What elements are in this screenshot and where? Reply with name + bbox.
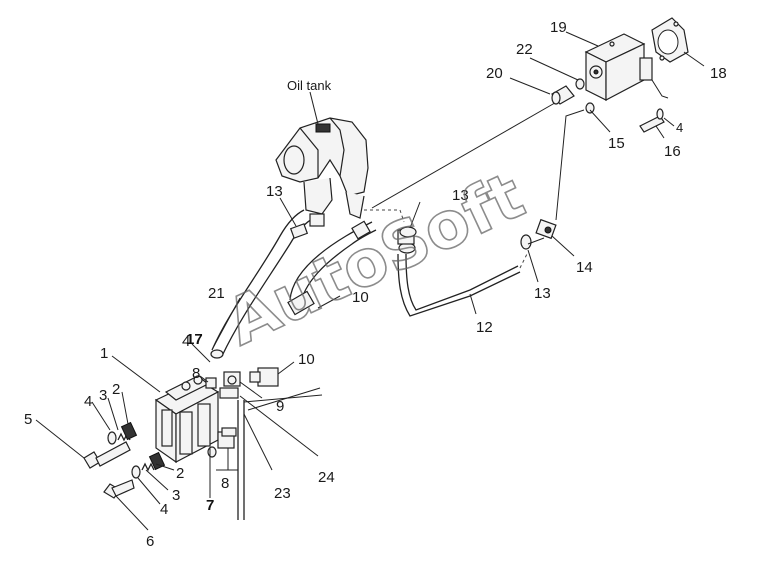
- plug-2-upper: [120, 421, 138, 441]
- callout-17: 17: [186, 331, 203, 348]
- fitting-9: [219, 371, 241, 399]
- fitting-20: [551, 85, 575, 105]
- callout-16: 16: [664, 143, 681, 160]
- callout-13-right: 13: [534, 285, 551, 302]
- oil-tank: [275, 117, 369, 219]
- callout-7: 7: [206, 497, 214, 514]
- callout-24: 24: [318, 469, 335, 486]
- callout-3-lower: 3: [172, 487, 180, 504]
- clamp-13-centre: [399, 226, 417, 238]
- oil-tank-label: Oil tank: [287, 78, 332, 93]
- callout-15: 15: [608, 135, 625, 152]
- callout-13-centre: 13: [452, 187, 469, 204]
- oring-7: [207, 446, 217, 458]
- callout-8-upper: 8: [192, 365, 200, 382]
- callout-2-lower: 2: [176, 465, 184, 482]
- callout-18: 18: [710, 65, 727, 82]
- hose-return: [287, 220, 377, 316]
- callout-4-upper: 4: [84, 393, 92, 410]
- washer-4-upper: [107, 431, 117, 445]
- callout-4-lower: 4: [160, 501, 168, 518]
- bolt-16: [639, 108, 665, 133]
- callout-12: 12: [476, 319, 493, 336]
- callout-14: 14: [576, 259, 593, 276]
- control-valve-block: [154, 375, 220, 464]
- fitting-8-upper: [205, 377, 217, 389]
- callout-4-top: 4: [182, 333, 190, 350]
- callout-4-right: 4: [676, 120, 683, 135]
- callout-19: 19: [550, 19, 567, 36]
- callout-10-upper: 10: [352, 289, 369, 306]
- gasket-18: [651, 17, 689, 63]
- pump-19: [584, 33, 653, 101]
- callout-10-lower: 10: [298, 351, 315, 368]
- callout-22: 22: [516, 41, 533, 58]
- fitting-14: [535, 218, 557, 240]
- callout-6: 6: [146, 533, 154, 550]
- callout-3-upper: 3: [99, 387, 107, 404]
- oring-22: [575, 78, 585, 90]
- callout-5: 5: [24, 411, 32, 428]
- callout-2-upper: 2: [112, 381, 120, 398]
- callout-13-left: 13: [266, 183, 283, 200]
- callout-1: 1: [100, 345, 108, 362]
- callout-21: 21: [208, 285, 225, 302]
- washer-4-lower: [131, 465, 141, 479]
- callout-8-lower: 8: [221, 475, 229, 492]
- bolt-5: [83, 441, 131, 469]
- callout-9: 9: [276, 398, 284, 415]
- callout-20: 20: [486, 65, 503, 82]
- clamp-13-right: [520, 234, 532, 250]
- fitting-8-lower: [217, 427, 237, 449]
- elbow-10-lower: [249, 367, 279, 387]
- clamp-13-left: [289, 223, 309, 239]
- spring-3-lower: [141, 462, 155, 472]
- callout-23: 23: [274, 485, 291, 502]
- oil-tank-outlet: [309, 213, 325, 227]
- oring-15: [585, 102, 595, 114]
- bolt-6: [103, 479, 135, 499]
